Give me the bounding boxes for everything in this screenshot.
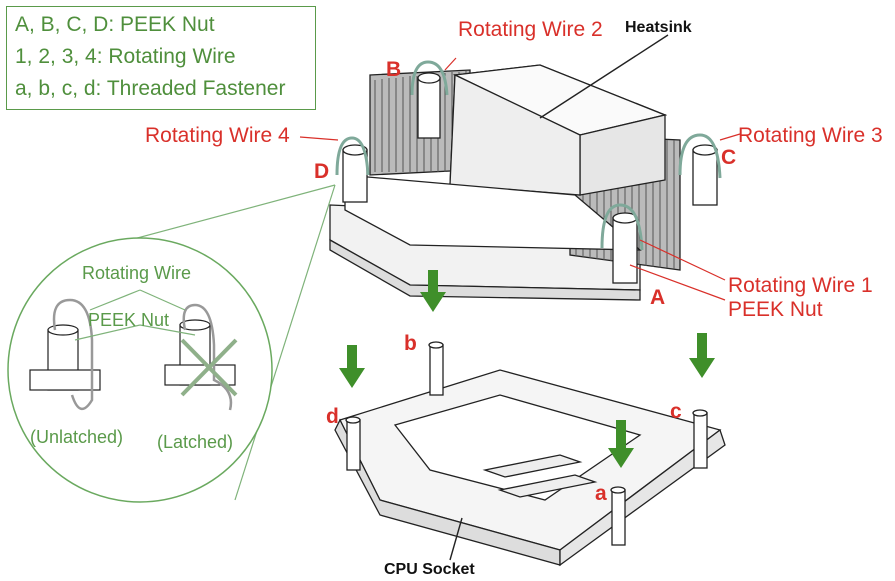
x-mark-icon [180,338,238,397]
heatsink [329,64,718,301]
legend-box: A, B, C, D: PEEK Nut 1, 2, 3, 4: Rotatin… [6,6,316,110]
legend-line-rotating-wire: 1, 2, 3, 4: Rotating Wire [15,45,236,68]
down-arrow-icon [689,333,715,378]
label-peek-nut: PEEK Nut [728,298,823,321]
install-arrows [339,270,715,468]
rotating-wire-2 [410,60,449,96]
socket-opening [393,394,642,501]
peek-nut-D [342,144,368,203]
inset-label-rotating-wire: Rotating Wire [82,263,192,283]
label-heatsink: Heatsink [625,19,692,36]
threaded-fastener-b [428,341,444,396]
peek-nut-A [612,212,638,284]
rotating-wires [335,60,722,251]
peek-nut-B [417,72,441,139]
legend-line-peek-nut: A, B, C, D: PEEK Nut [15,13,215,36]
label-nut-A: A [650,286,666,309]
red-leader-lines [299,57,741,301]
threaded-fastener-c [692,409,708,469]
inset-detail [7,184,336,503]
inset-circle [7,237,273,503]
rotating-wire-4 [335,136,370,176]
threaded-fastener-d [345,416,361,471]
label-rotating-wire-1: Rotating Wire 1 [728,274,873,297]
label-cpu-socket: CPU Socket [384,561,475,578]
down-arrow-icon [608,420,634,468]
inset-label-unlatched: (Unlatched) [30,427,124,447]
label-nut-C: C [721,146,737,169]
down-arrow-icon [339,345,365,388]
label-fastener-b: b [404,332,417,355]
label-nut-D: D [314,160,330,183]
label-rotating-wire-2: Rotating Wire 2 [458,18,603,41]
inset-label-latched: (Latched) [157,432,234,452]
peek-nut-C [692,144,718,206]
label-fastener-a: a [595,482,607,505]
rotating-wire-1 [600,203,644,251]
threaded-fastener-a [610,486,626,546]
rotating-wire-3 [678,133,722,179]
label-nut-B: B [386,58,402,81]
label-fastener-d: d [326,405,339,428]
label-rotating-wire-3: Rotating Wire 3 [738,124,883,147]
inset-label-peek-nut: PEEK Nut [88,310,170,330]
down-arrow-icon [420,270,446,312]
label-fastener-c: c [670,400,682,423]
cpu-socket [334,341,726,567]
label-rotating-wire-4: Rotating Wire 4 [145,124,290,147]
leader-lines [449,34,669,561]
legend-line-threaded-fastener: a, b, c, d: Threaded Fastener [15,77,286,100]
